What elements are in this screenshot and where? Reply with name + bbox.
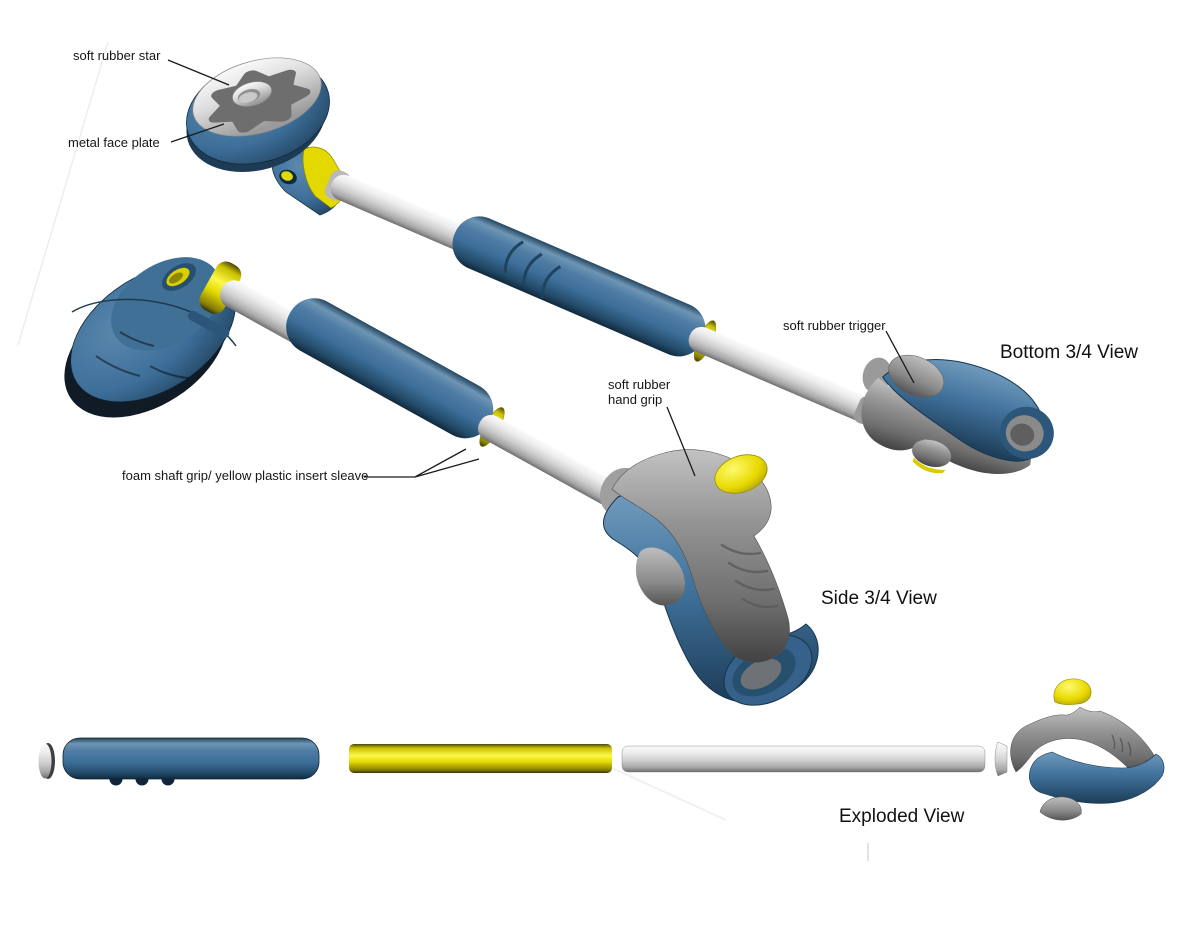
yellow-collar <box>199 261 242 314</box>
handle-body-gray <box>611 449 790 663</box>
handle-underside <box>861 377 1033 474</box>
leader-soft-rubber-trigger <box>885 330 915 384</box>
handle-frame-part <box>1010 706 1163 779</box>
view-title-side34: Side 3/4 View <box>821 588 937 609</box>
leader-soft-rubber-star <box>167 59 230 86</box>
button-slot-shade <box>168 272 184 284</box>
center-hub-floor <box>238 92 258 103</box>
leader-lines <box>167 59 915 478</box>
handle-frame-grooves <box>1111 734 1132 757</box>
finger-grooves <box>720 543 779 609</box>
washer-disc-part <box>994 741 1008 777</box>
trigger-dome <box>888 354 945 398</box>
background-guides <box>17 41 869 861</box>
label-soft-rubber-trigger: soft rubber trigger <box>783 318 886 333</box>
handle-yellow-sliver <box>912 457 946 474</box>
handle-bottom-bump <box>912 439 952 468</box>
label-foam-shaft-grip: foam shaft grip/ yellow plastic insert s… <box>122 468 369 483</box>
view-bottom34 <box>186 57 1054 474</box>
leader-hand-grip <box>666 406 696 477</box>
view-title-exploded: Exploded View <box>839 806 965 827</box>
handle-bottom34 <box>861 354 1054 474</box>
shaft-upper <box>324 170 472 251</box>
grip-pad-part <box>1039 796 1082 821</box>
foam-shaft-grip-side <box>286 298 494 439</box>
handle-side34 <box>599 449 819 706</box>
foam-shaft-grip-top <box>452 216 706 357</box>
head-lip <box>187 310 230 339</box>
yellow-sleeve-tube-part <box>349 744 612 773</box>
shaft-mid-lower <box>478 414 622 507</box>
head-back <box>64 257 242 418</box>
view-title-bottom34: Bottom 3/4 View <box>1000 342 1139 363</box>
hang-hole <box>1010 423 1035 446</box>
grip-shell-part <box>1029 751 1165 804</box>
shaft-lower <box>688 326 876 424</box>
view-exploded <box>38 678 1165 821</box>
neck-button <box>281 171 293 181</box>
hand-grip-button <box>714 454 768 494</box>
head-bottom-texture <box>95 331 189 379</box>
end-cap-hole <box>740 658 782 690</box>
label-metal-face-plate: metal face plate <box>68 135 160 150</box>
leader-foam-shaft-grip <box>364 448 480 478</box>
view-side34 <box>64 257 819 706</box>
trigger-button-part <box>1053 678 1092 705</box>
foam-tube-part <box>62 737 320 786</box>
thumb-pad <box>635 547 686 606</box>
label-soft-rubber-star: soft rubber star <box>73 48 161 63</box>
massage-head <box>186 57 330 173</box>
silver-shaft-tube-part <box>621 745 986 773</box>
leader-metal-face-plate <box>170 123 225 143</box>
end-cap-disc <box>38 743 52 779</box>
label-soft-rubber-hand-grip: soft rubber hand grip <box>608 377 671 407</box>
